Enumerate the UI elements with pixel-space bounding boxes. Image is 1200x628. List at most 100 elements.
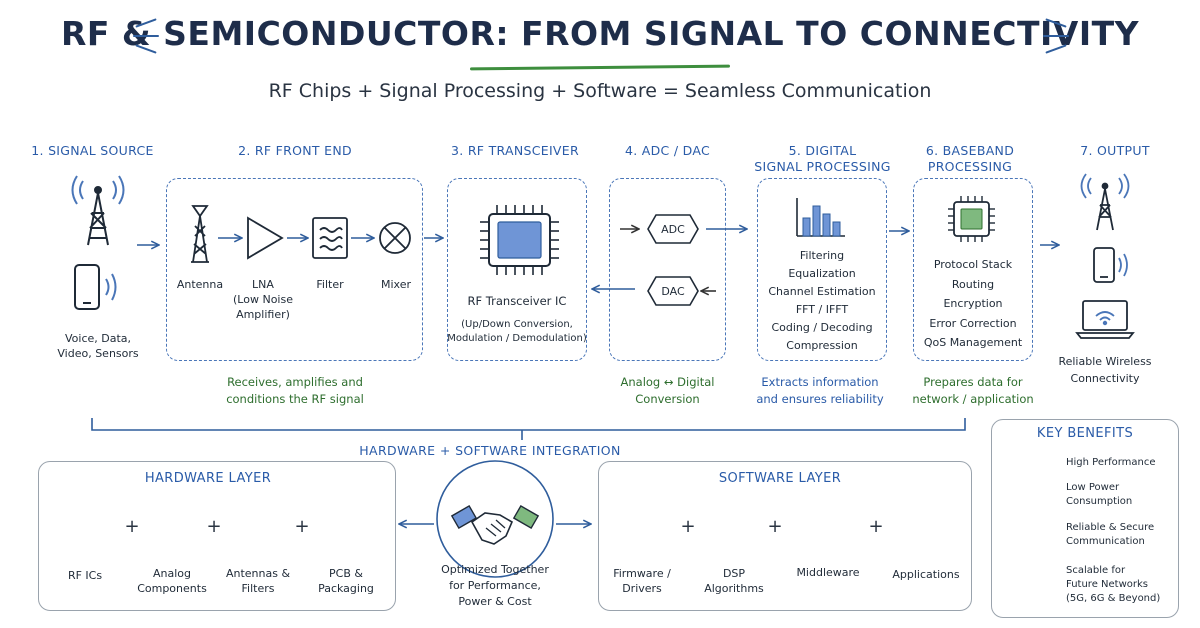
note-line: network / application xyxy=(912,392,1034,406)
stage-1-caption: Voice, Data, Video, Sensors xyxy=(48,331,148,361)
sw-item-applications: Applications xyxy=(892,568,960,581)
benefit-line: Reliable & Secure xyxy=(1066,522,1155,533)
dsp-chart-icon xyxy=(796,198,845,237)
stage-5-title-line1: 5. DIGITAL xyxy=(788,143,857,158)
front-end-note: Receives, amplifies and conditions the R… xyxy=(190,374,400,408)
hardware-layer-title: HARDWARE LAYER xyxy=(144,471,272,486)
decor-stroke xyxy=(1043,35,1069,37)
dsp-item: Coding / Decoding xyxy=(771,321,873,334)
sw-item-middleware: Middleware xyxy=(796,566,860,579)
dac-block xyxy=(647,276,699,306)
baseband-item: Error Correction xyxy=(929,316,1017,330)
page-title: RF & SEMICONDUCTOR: FROM SIGNAL TO CONNE… xyxy=(60,14,1140,53)
detail-line: (Up/Down Conversion, xyxy=(461,319,573,330)
stage-7-caption: Reliable Wireless Connectivity xyxy=(1055,353,1155,387)
baseband-item: QoS Management xyxy=(923,336,1023,349)
sw-item-line: Algorithms xyxy=(704,582,764,595)
adc-dac-box xyxy=(609,178,726,361)
stage-2-title: 2. RF FRONT END xyxy=(238,143,352,158)
software-layer-title: SOFTWARE LAYER xyxy=(718,471,842,486)
hw-item-line: PCB & xyxy=(329,567,363,580)
adc-block xyxy=(647,214,699,244)
benefit-line: Future Networks xyxy=(1066,579,1148,590)
decor-stroke xyxy=(133,35,159,37)
rf-transceiver-box xyxy=(447,178,587,361)
hw-item-line: Packaging xyxy=(318,582,374,595)
plus-sign: + xyxy=(680,516,696,537)
integration-center-text: Optimized Together for Performance, Powe… xyxy=(430,562,560,610)
integration-label: HARDWARE + SOFTWARE INTEGRATION xyxy=(359,443,621,458)
sw-item-dsp: DSP Algorithms xyxy=(698,566,770,596)
output-tower-icon xyxy=(1080,173,1130,231)
note-line: Extracts information xyxy=(761,375,879,389)
stage-6-title-line2: PROCESSING xyxy=(927,159,1013,174)
dsp-item: FFT / IFFT xyxy=(795,303,849,316)
sw-item-line: Firmware / xyxy=(613,567,671,580)
dsp-item: Equalization xyxy=(788,267,856,280)
key-benefits-title: KEY BENEFITS xyxy=(1036,426,1134,441)
baseband-chip-icon xyxy=(948,196,995,242)
sw-item-firmware: Firmware / Drivers xyxy=(606,566,678,596)
hw-item-rf-ics: RF ICs xyxy=(67,569,103,582)
hw-item-pcb: PCB & Packaging xyxy=(310,566,382,596)
hw-item-analog: Analog Components xyxy=(132,566,212,596)
sw-item-line: DSP xyxy=(722,567,746,580)
hw-item-line: Antennas & xyxy=(225,567,291,580)
antenna-label: Antenna xyxy=(176,278,224,291)
center-line: Power & Cost xyxy=(458,595,532,608)
rf-front-end-box xyxy=(166,178,423,361)
note-line: Analog ↔ Digital xyxy=(620,375,715,389)
benefit-line: High Performance xyxy=(1066,457,1156,468)
smartphone-icon xyxy=(74,264,117,310)
stage-7-title: 7. OUTPUT xyxy=(1080,143,1150,158)
dsp-list: Filtering Equalization Channel Estimatio… xyxy=(757,247,887,355)
filter-label: Filter xyxy=(316,278,344,291)
lna-label-line: LNA xyxy=(252,278,274,291)
caption-line: Video, Sensors xyxy=(57,347,139,360)
hardware-layer-panel xyxy=(38,461,396,611)
note-line: Receives, amplifies and xyxy=(227,375,363,389)
integration-bracket xyxy=(91,418,966,431)
handshake-icon xyxy=(436,460,554,578)
hw-item-line: Components xyxy=(137,582,207,595)
amplifier-icon xyxy=(247,216,284,260)
hw-item-line: Analog xyxy=(152,567,191,580)
benefit-line: (5G, 6G & Beyond) xyxy=(1066,593,1161,604)
benefit-line: Low Power xyxy=(1066,482,1120,493)
dsp-note: Extracts information and ensures reliabi… xyxy=(745,374,895,408)
benefit-text: Reliable & Secure Communication xyxy=(1066,521,1154,549)
lna-label-line: (Low Noise xyxy=(233,293,293,306)
page-subtitle: RF Chips + Signal Processing + Software … xyxy=(268,80,932,102)
plus-sign: + xyxy=(124,516,140,537)
benefit-text: Scalable for Future Networks (5G, 6G & B… xyxy=(1066,564,1160,606)
baseband-list: Protocol Stack Routing Encryption Error … xyxy=(913,255,1033,353)
plus-sign: + xyxy=(767,516,783,537)
note-line: and ensures reliability xyxy=(756,392,884,406)
plus-sign: + xyxy=(206,516,222,537)
baseband-box xyxy=(913,178,1033,361)
mixer-icon xyxy=(379,222,411,254)
dsp-item: Channel Estimation xyxy=(768,285,876,298)
benefit-line: Consumption xyxy=(1066,496,1133,507)
benefit-text: Low Power Consumption xyxy=(1066,481,1132,509)
note-line: conditions the RF signal xyxy=(226,392,364,406)
sw-item-line: Drivers xyxy=(622,582,662,595)
antenna-icon xyxy=(191,205,209,263)
baseband-item: Encryption xyxy=(943,297,1003,310)
note-line: Conversion xyxy=(635,392,700,406)
benefit-text: High Performance xyxy=(1066,456,1156,470)
adc-dac-note: Analog ↔ Digital Conversion xyxy=(600,374,735,408)
stage-4-title: 4. ADC / DAC xyxy=(624,143,711,158)
transceiver-details: (Up/Down Conversion, Modulation / Demodu… xyxy=(447,318,587,346)
output-phone-icon xyxy=(1093,247,1128,283)
stage-5-title: 5. DIGITAL SIGNAL PROCESSING xyxy=(745,143,900,175)
benefit-line: Communication xyxy=(1066,536,1145,547)
plus-sign: + xyxy=(868,516,884,537)
transceiver-chip-icon xyxy=(480,205,559,275)
center-line: for Performance, xyxy=(449,579,541,592)
stage-5-title-line2: SIGNAL PROCESSING xyxy=(754,159,891,174)
stage-6-title-line1: 6. BASEBAND xyxy=(925,143,1015,158)
center-line: Optimized Together xyxy=(441,563,549,576)
mixer-label: Mixer xyxy=(380,278,411,291)
caption-line: Connectivity xyxy=(1070,372,1140,385)
